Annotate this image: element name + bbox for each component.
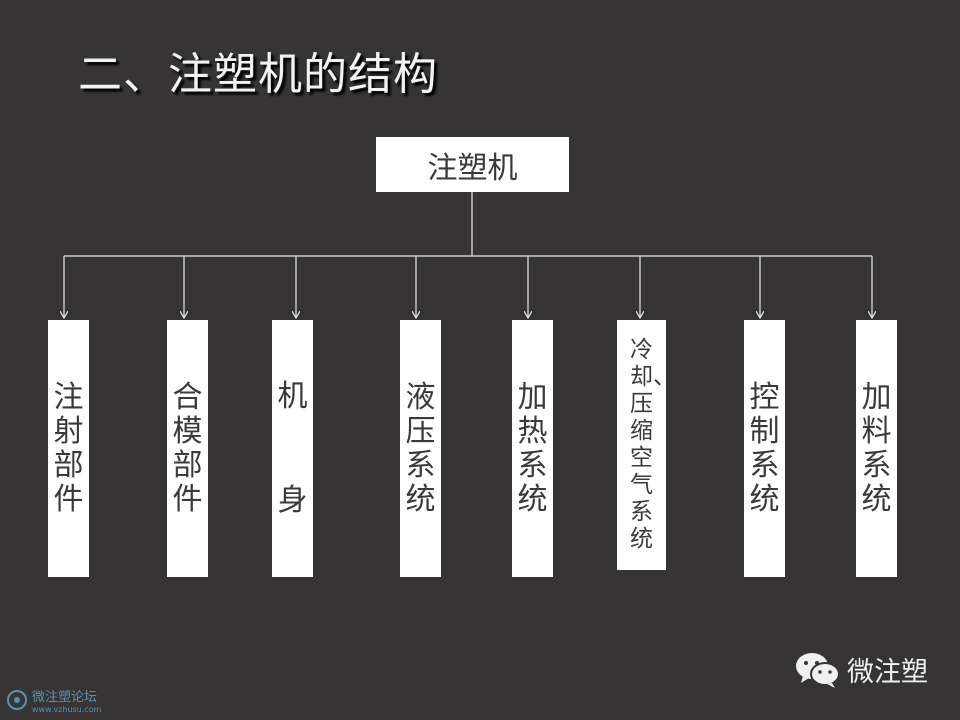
child-node-label: 加料系统 <box>861 379 892 517</box>
child-node-machine-body: 机身 <box>272 320 313 577</box>
child-node-clamping-unit: 合模部件 <box>167 320 208 577</box>
child-node-label: 加热系统 <box>517 379 548 517</box>
child-node-label: 机身 <box>277 378 308 518</box>
child-node-heating-system: 加热系统 <box>512 320 553 577</box>
child-node-label: 液压系统 <box>405 379 436 517</box>
child-node-injection-unit: 注射部件 <box>48 320 89 577</box>
watermark-name: 微注塑论坛 <box>32 690 98 705</box>
child-node-label: 合模部件 <box>172 379 203 517</box>
child-node-label: 控制系统 <box>749 379 780 517</box>
brand-name: 微注塑 <box>847 657 928 688</box>
forum-logo-icon <box>7 690 27 710</box>
brand-logo: 微注塑 <box>795 650 928 689</box>
child-node-cooling-air-system: 冷却、压缩空气系统 <box>617 320 676 570</box>
child-node-hydraulic-system: 液压系统 <box>400 320 441 577</box>
slide-title: 二、注塑机的结构 <box>78 49 438 100</box>
root-node: 注塑机 <box>376 137 569 192</box>
watermark-url: www.vzhusu.com <box>32 705 102 714</box>
child-node-control-system: 控制系统 <box>744 320 785 577</box>
child-node-feeding-system: 加料系统 <box>856 320 897 577</box>
child-node-label: 冷却、压缩空气系统 <box>630 337 676 552</box>
wechat-icon <box>796 652 840 688</box>
child-node-label: 注射部件 <box>53 379 84 517</box>
watermark: 微注塑论坛 www.vzhusu.com <box>6 686 101 714</box>
